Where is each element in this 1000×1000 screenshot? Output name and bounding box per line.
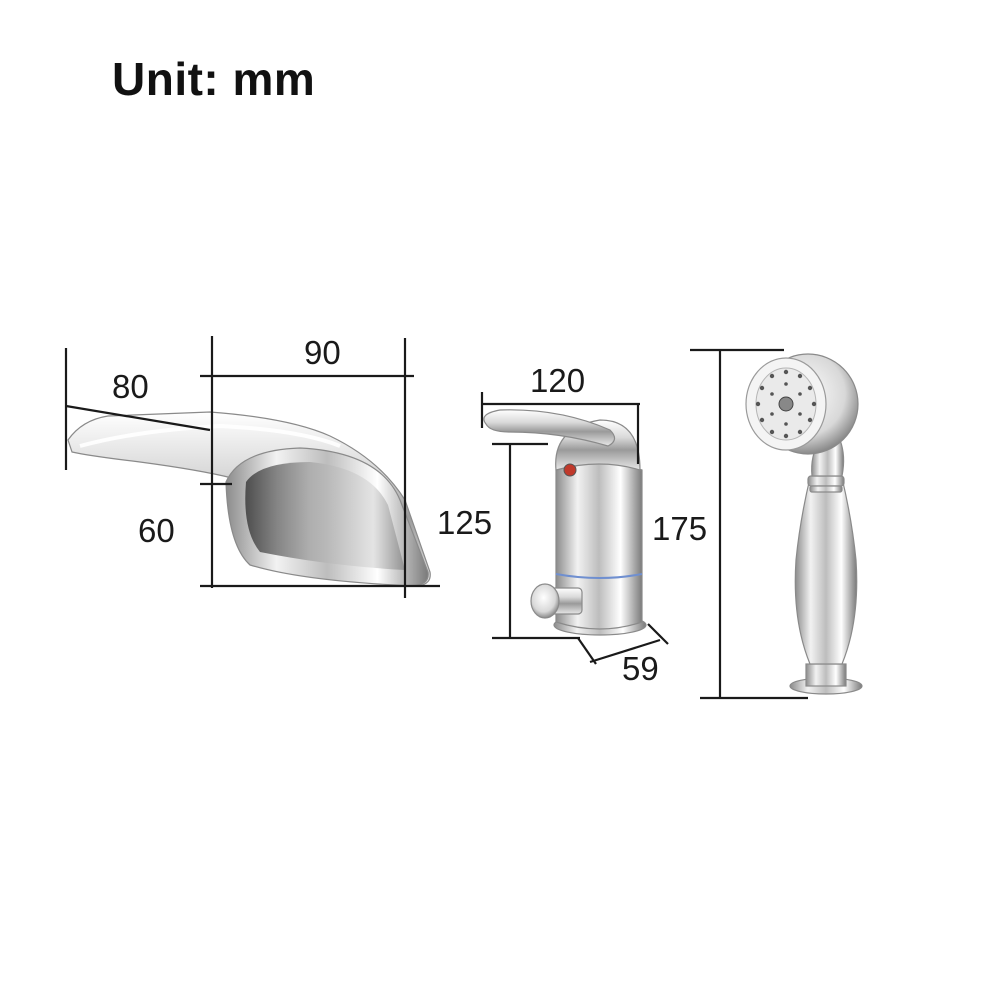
dim-120-label: 120 (530, 362, 585, 399)
dim-59-ext-left (577, 637, 597, 665)
mixer-illustration (483, 409, 647, 636)
dim-125-label: 125 (437, 504, 492, 541)
dim-59-ext-right (647, 623, 669, 645)
dim-59-label: 59 (622, 650, 659, 687)
handshower-illustration (745, 353, 863, 695)
unit-title: Unit: mm (112, 53, 316, 105)
dim-60-label: 60 (138, 512, 175, 549)
spout-illustration (67, 411, 431, 587)
spray-nozzles (755, 369, 817, 439)
dim-80-line (65, 404, 211, 432)
dim-175-label: 175 (652, 510, 707, 547)
dim-90-label: 90 (304, 334, 341, 371)
dim-59-line (589, 638, 661, 664)
dim-80-label: 80 (112, 368, 149, 405)
